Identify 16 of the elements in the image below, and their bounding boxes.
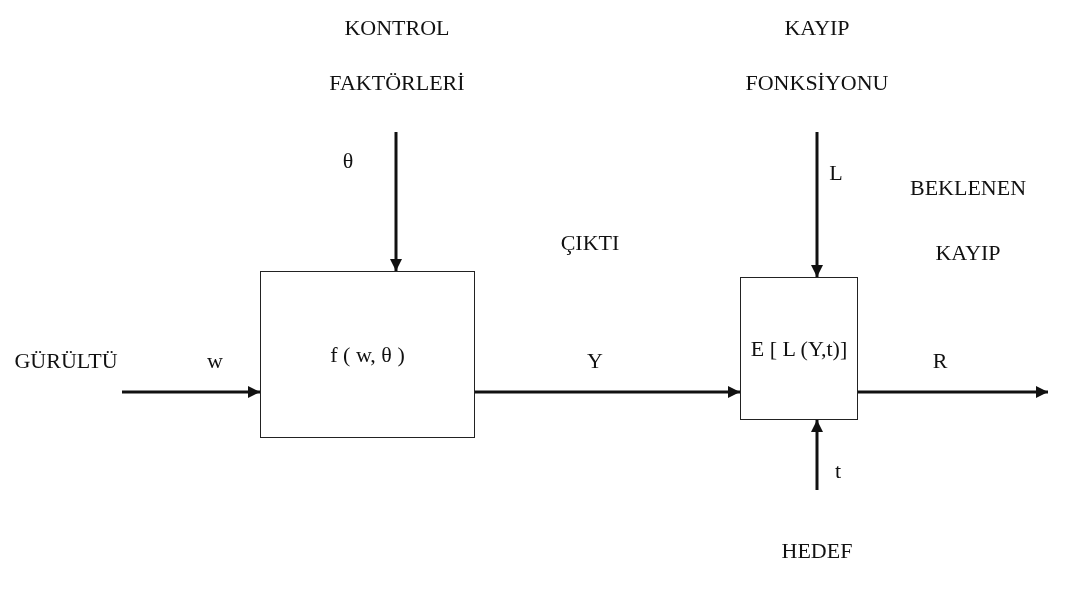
annotation-text: ÇIKTI xyxy=(559,229,621,257)
arrow xyxy=(390,132,402,271)
arrow xyxy=(858,386,1048,398)
annotation-text: KONTROL FAKTÖRLERİ xyxy=(328,14,466,97)
formula-text: E [ L (Y,t)] xyxy=(750,335,848,362)
formula-text: f ( w, θ ) xyxy=(330,341,405,368)
annotation-text: HEDEF xyxy=(780,537,854,565)
annotation-text: KAYIP FONKSİYONU xyxy=(744,14,890,97)
annotation-text: BEKLENEN KAYIP xyxy=(908,174,1028,267)
process-box xyxy=(260,271,475,438)
arrow xyxy=(811,132,823,277)
arrow xyxy=(811,420,823,490)
process-box xyxy=(740,277,858,420)
annotation-text: GÜRÜLTÜ xyxy=(13,347,119,375)
arrow xyxy=(475,386,740,398)
arrow xyxy=(122,386,260,398)
